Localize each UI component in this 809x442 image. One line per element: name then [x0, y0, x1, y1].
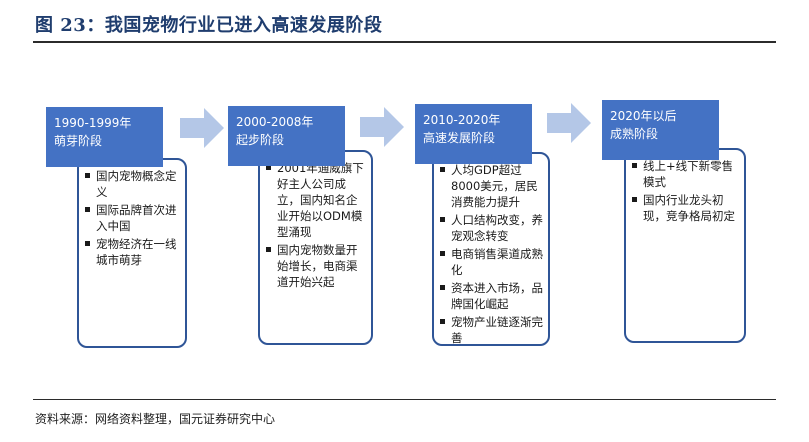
arrow-right-icon	[180, 108, 224, 148]
stage-2-name: 起步阶段	[236, 133, 285, 147]
stage-header-1: 1990-1999年 萌芽阶段	[46, 107, 163, 167]
stage-3-years: 2010-2020年	[423, 113, 501, 127]
stage-2-point-1: 2001年通威旗下好主人公司成立，国内知名企业开始以ODM模型涌现	[266, 160, 367, 240]
stage-card-3: 人均GDP超过8000美元，居民消费能力提升 人口结构改变，养宠观念转变 电商销…	[432, 152, 550, 346]
arrow-right-icon	[360, 107, 404, 147]
stage-header-4: 2020年以后 成熟阶段	[602, 100, 719, 160]
stage-2-point-2: 国内宠物数量开始增长，电商渠道开始兴起	[266, 242, 367, 290]
stage-header-3: 2010-2020年 高速发展阶段	[415, 104, 532, 164]
stage-1-point-3: 宠物经济在一线城市萌芽	[85, 236, 181, 268]
stage-3-name: 高速发展阶段	[423, 131, 496, 145]
stage-4-years: 2020年以后	[610, 109, 677, 123]
stage-1-point-1: 国内宠物概念定义	[85, 168, 181, 200]
stage-3-point-1: 人均GDP超过8000美元，居民消费能力提升	[440, 162, 544, 210]
stage-card-4: 线上+线下新零售模式 国内行业龙头初现，竞争格局初定	[624, 148, 746, 343]
bottom-divider	[33, 399, 776, 400]
stage-4-name: 成熟阶段	[610, 127, 659, 141]
stage-2-years: 2000-2008年	[236, 115, 314, 129]
stage-1-years: 1990-1999年	[54, 116, 132, 130]
top-divider	[33, 41, 776, 43]
stage-header-2: 2000-2008年 起步阶段	[228, 106, 345, 166]
stage-3-point-5: 宠物产业链逐渐完善	[440, 314, 544, 346]
stage-card-1: 国内宠物概念定义 国际品牌首次进入中国 宠物经济在一线城市萌芽	[77, 158, 187, 348]
arrow-right-icon	[547, 103, 591, 143]
stage-1-name: 萌芽阶段	[54, 134, 103, 148]
stage-3-point-2: 人口结构改变，养宠观念转变	[440, 212, 544, 244]
stage-4-point-2: 国内行业龙头初现，竞争格局初定	[632, 192, 740, 224]
stage-4-point-1: 线上+线下新零售模式	[632, 158, 740, 190]
stage-3-point-4: 资本进入市场，品牌国化崛起	[440, 280, 544, 312]
source-note: 资料来源：网络资料整理，国元证券研究中心	[35, 412, 276, 426]
figure-title: 图 23：我国宠物行业已进入高速发展阶段	[35, 15, 383, 36]
stage-1-point-2: 国际品牌首次进入中国	[85, 202, 181, 234]
stage-3-point-3: 电商销售渠道成熟化	[440, 246, 544, 278]
stage-card-2: 2001年通威旗下好主人公司成立，国内知名企业开始以ODM模型涌现 国内宠物数量…	[258, 150, 373, 345]
